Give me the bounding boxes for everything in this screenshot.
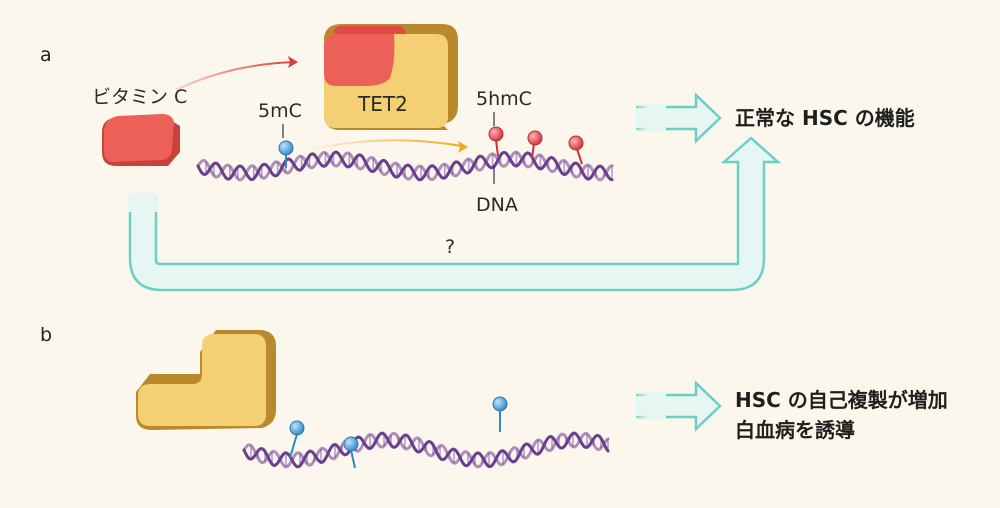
dna-helix-a [196, 150, 614, 182]
vitamin-c-shape [102, 114, 180, 166]
panel-b-label: b [40, 324, 53, 346]
methyl-mark [289, 420, 305, 459]
5hmc-label: 5hmC [476, 88, 532, 110]
tet2-enzyme [324, 24, 458, 130]
dna-strand [242, 431, 610, 469]
orange-arrow [299, 139, 463, 153]
panel-a-label: a [40, 44, 52, 66]
vitamin-c-label: ビタミン C [92, 86, 188, 108]
hsc-self-renewal-increase: HSC の自己複製が増加 [735, 388, 948, 412]
hydroxymethyl-mark [527, 130, 543, 159]
question-mark: ? [445, 236, 456, 258]
dna-strand [196, 150, 614, 182]
red-arrow [175, 61, 297, 91]
hydroxymethyl-mark [488, 126, 504, 157]
enzyme-b [136, 330, 276, 430]
u-arrow [128, 136, 782, 292]
dna-helix-b [242, 431, 610, 469]
methyl-mark [492, 396, 508, 432]
methyl-mark-5mc [278, 140, 294, 168]
tet2-label: TET2 [358, 92, 408, 116]
dna-label: DNA [476, 194, 518, 216]
arrow-a-right [634, 92, 722, 144]
arrow-b-right [634, 380, 722, 432]
methyl-mark [343, 436, 359, 469]
hydroxymethyl-mark [568, 135, 584, 165]
normal-hsc-function: 正常な HSC の機能 [735, 106, 915, 130]
leukemia-induction: 白血病を誘導 [735, 418, 855, 442]
dna-strand [196, 150, 614, 182]
5mc-label: 5mC [258, 100, 302, 122]
